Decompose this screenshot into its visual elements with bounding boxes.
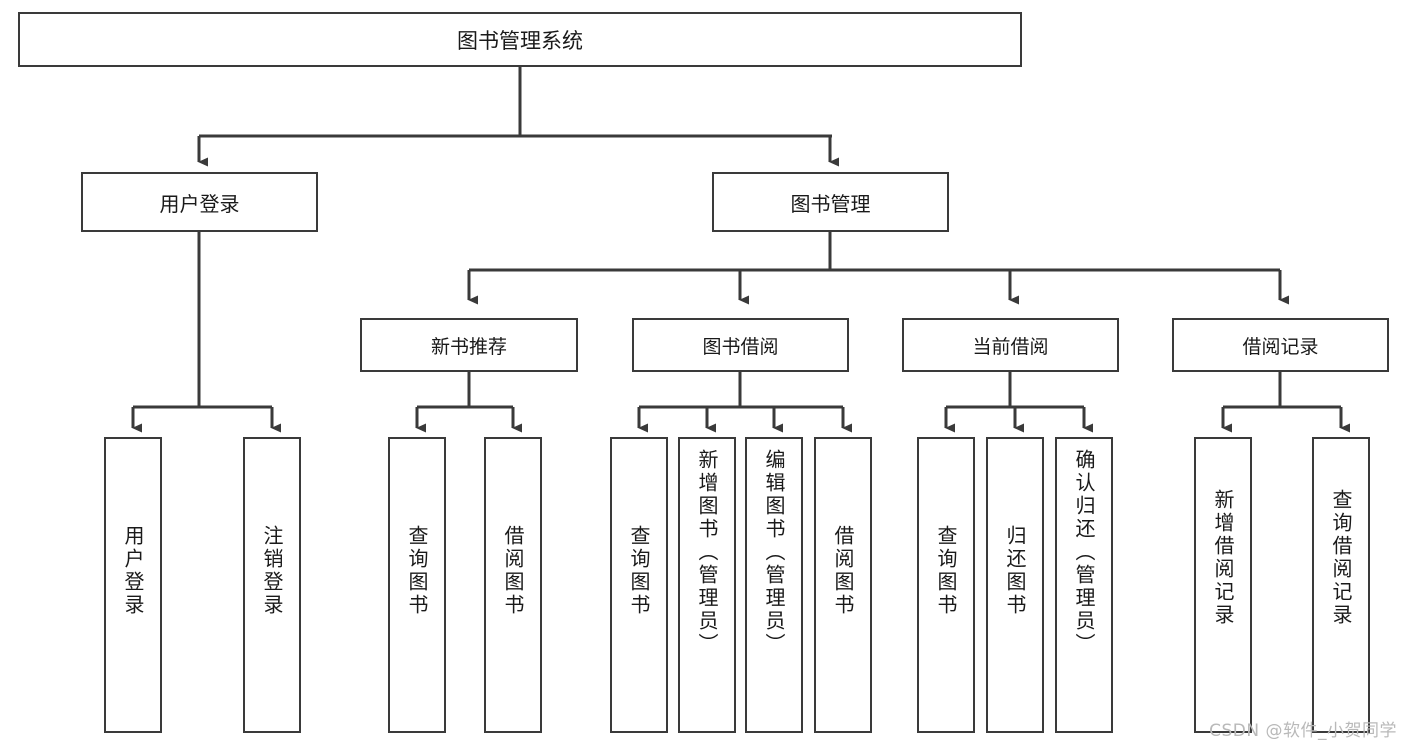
leaf-label: 归还图书 — [1003, 525, 1027, 617]
node-leaf-confirm-return[interactable]: 确认归还（管理员） — [1055, 437, 1113, 733]
node-leaf-query-record[interactable]: 查询借阅记录 — [1312, 437, 1370, 733]
leaf-label: 注销登录 — [260, 525, 284, 617]
leaf-label: 编辑图书（管理员） — [762, 449, 786, 656]
watermark-text: CSDN @软件_小贺同学 — [1209, 721, 1397, 741]
leaf-label: 新增借阅记录 — [1211, 489, 1235, 627]
node-book-borrow[interactable]: 图书借阅 — [632, 318, 849, 372]
node-leaf-query-book-3[interactable]: 查询图书 — [917, 437, 975, 733]
node-leaf-query-book-1[interactable]: 查询图书 — [388, 437, 446, 733]
node-new-book-recommend[interactable]: 新书推荐 — [360, 318, 578, 372]
leaf-label: 查询图书 — [934, 525, 958, 617]
leaf-label: 借阅图书 — [831, 525, 855, 617]
node-root-system[interactable]: 图书管理系统 — [18, 12, 1022, 67]
node-leaf-borrow-book-1[interactable]: 借阅图书 — [484, 437, 542, 733]
node-leaf-return-book[interactable]: 归还图书 — [986, 437, 1044, 733]
node-current-borrow[interactable]: 当前借阅 — [902, 318, 1119, 372]
leaf-label: 查询借阅记录 — [1329, 489, 1353, 627]
leaf-label: 查询图书 — [627, 525, 651, 617]
leaf-label: 查询图书 — [405, 525, 429, 617]
node-borrow-record[interactable]: 借阅记录 — [1172, 318, 1389, 372]
node-leaf-user-login[interactable]: 用户登录 — [104, 437, 162, 733]
node-leaf-add-book[interactable]: 新增图书（管理员） — [678, 437, 736, 733]
leaf-label: 用户登录 — [121, 525, 145, 617]
node-leaf-query-book-2[interactable]: 查询图书 — [610, 437, 668, 733]
node-leaf-logout-login[interactable]: 注销登录 — [243, 437, 301, 733]
leaf-label: 新增图书（管理员） — [695, 449, 719, 656]
node-user-login[interactable]: 用户登录 — [81, 172, 318, 232]
node-leaf-edit-book[interactable]: 编辑图书（管理员） — [745, 437, 803, 733]
node-leaf-borrow-book-2[interactable]: 借阅图书 — [814, 437, 872, 733]
leaf-label: 确认归还（管理员） — [1072, 449, 1096, 656]
node-leaf-add-record[interactable]: 新增借阅记录 — [1194, 437, 1252, 733]
node-book-manage[interactable]: 图书管理 — [712, 172, 949, 232]
leaf-label: 借阅图书 — [501, 525, 525, 617]
